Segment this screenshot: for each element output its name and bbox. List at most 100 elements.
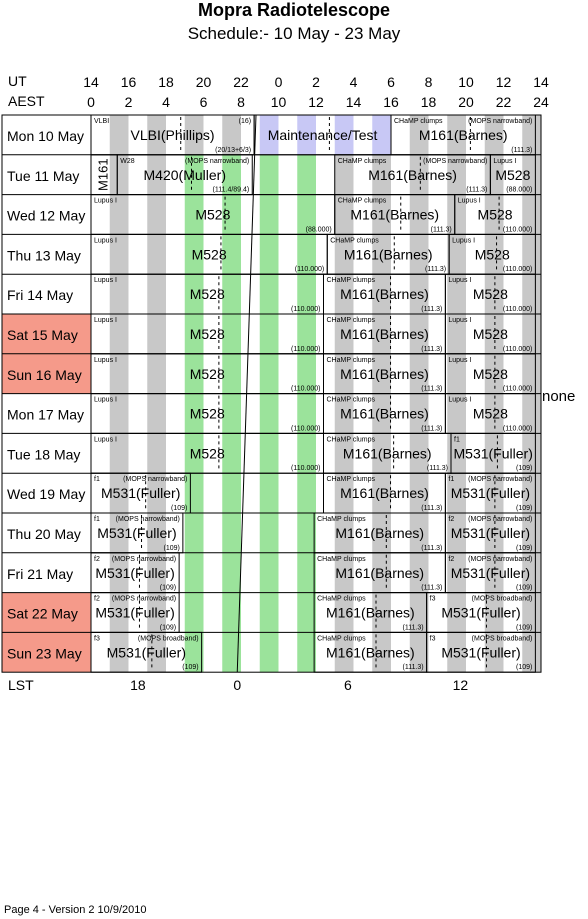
- hour-band: [372, 592, 391, 633]
- block-source-label: Lupus I: [448, 397, 471, 404]
- hour-band: [409, 353, 429, 394]
- hour-band: [372, 433, 391, 474]
- hour-band: [522, 632, 541, 673]
- hour-band: [522, 592, 541, 633]
- lst-tick-label: 6: [344, 677, 352, 693]
- block-frequency-label: (111.3): [427, 465, 448, 472]
- block-project-label: M531(Fuller): [441, 605, 520, 621]
- hour-band: [184, 473, 204, 513]
- hour-band: [447, 314, 466, 354]
- ut-tick-label: 2: [312, 74, 320, 90]
- block-frequency-label: (110.000): [503, 226, 532, 233]
- day-label: Sun 16 May: [7, 367, 82, 383]
- block-mode-label: (MOPS narrowband): [116, 516, 180, 523]
- block-source-label: CHaMP clumps: [317, 516, 366, 523]
- hour-band: [259, 274, 279, 314]
- day-label: Mon 10 May: [7, 128, 84, 144]
- block-project-label: M531(Fuller): [454, 445, 533, 461]
- block-source-label: f2: [448, 556, 454, 563]
- aest-tick-label: 12: [308, 94, 324, 110]
- block-frequency-label: (111.3): [421, 425, 442, 432]
- block-mode-label: (MOPS narrowband): [123, 476, 187, 483]
- hour-band: [484, 473, 504, 513]
- hour-band: [334, 552, 354, 593]
- hour-band: [334, 274, 354, 314]
- hour-band: [184, 552, 204, 593]
- hour-band: [484, 314, 504, 354]
- block-project-label: M528: [478, 207, 513, 223]
- hour-band: [334, 473, 354, 513]
- hour-band: [484, 433, 504, 474]
- aest-tick-label: 22: [496, 94, 512, 110]
- block-frequency-label: (109): [160, 585, 176, 592]
- block-project-label: M528: [190, 366, 225, 382]
- page-subtitle: Schedule:- 10 May - 23 May: [187, 24, 401, 43]
- hour-band: [522, 194, 541, 235]
- hour-band: [447, 433, 466, 474]
- block-project-label: M531(Fuller): [451, 485, 530, 501]
- page-title: Mopra Radiotelescope: [197, 0, 391, 20]
- block-project-label: M528: [190, 326, 225, 342]
- block-frequency-label: (110.000): [291, 465, 320, 472]
- block-project-label: M531(Fuller): [95, 565, 174, 581]
- hour-band: [147, 234, 166, 275]
- hour-band: [372, 234, 391, 275]
- block-frequency-label: (110.000): [503, 386, 532, 393]
- ut-tick-label: 12: [496, 74, 512, 90]
- hour-band: [147, 393, 166, 434]
- block-source-label: Lupus I: [94, 317, 117, 324]
- block-project-label: M161(Barnes): [344, 246, 433, 262]
- hour-band: [184, 513, 204, 553]
- hour-band: [334, 393, 354, 434]
- hour-band: [147, 473, 166, 513]
- block-frequency-label: (109): [171, 505, 187, 512]
- hour-band: [522, 353, 541, 394]
- block-project-label: M161(Barnes): [326, 605, 415, 621]
- hour-band: [447, 552, 466, 593]
- hour-band: [409, 234, 429, 275]
- block-project-label: M161(Barnes): [340, 326, 429, 342]
- hour-band: [222, 234, 241, 275]
- block-frequency-label: (109): [164, 545, 180, 552]
- hour-band: [297, 632, 316, 673]
- hour-band: [372, 194, 391, 235]
- block-project-label: M531(Fuller): [451, 525, 530, 541]
- block-source-label: Lupus I: [94, 436, 117, 443]
- ut-tick-label: 4: [350, 74, 358, 90]
- hour-band: [184, 592, 204, 633]
- hour-band: [334, 194, 354, 235]
- hour-band: [147, 154, 166, 195]
- hour-band: [222, 592, 241, 633]
- hour-band: [297, 433, 316, 474]
- block-mode-label: (MOPS broadband): [138, 635, 199, 642]
- aest-tick-label: 16: [383, 94, 399, 110]
- block-mode-label: (16): [239, 118, 251, 125]
- block-source-label: f3: [94, 635, 100, 642]
- hour-band: [447, 115, 466, 155]
- hour-band: [334, 433, 354, 474]
- block-frequency-label: (110.000): [291, 386, 320, 393]
- lst-label: LST: [8, 677, 34, 693]
- aest-tick-label: 18: [421, 94, 437, 110]
- aest-label: AEST: [8, 93, 45, 109]
- ut-tick-label: 8: [425, 74, 433, 90]
- hour-band: [297, 115, 316, 155]
- hour-band: [409, 115, 429, 155]
- block-source-label: CHaMP clumps: [327, 397, 376, 404]
- hour-band: [184, 353, 204, 394]
- hour-band: [334, 115, 354, 155]
- hour-band: [522, 314, 541, 354]
- hour-band: [447, 632, 466, 673]
- block-project-label: M528: [195, 207, 230, 223]
- block-project-label: M528: [473, 366, 508, 382]
- block-frequency-label: (110.000): [503, 306, 532, 313]
- block-mode-label: (MOPS narrowband): [468, 118, 532, 125]
- block-source-label: f2: [448, 516, 454, 523]
- lst-tick-label: 18: [130, 677, 146, 693]
- block-frequency-label: (111.3): [421, 346, 442, 353]
- hour-band: [297, 592, 316, 633]
- block-project-label: M528: [190, 406, 225, 422]
- block-project-label: M531(Fuller): [101, 485, 180, 501]
- day-label: Wed 12 May: [7, 208, 85, 224]
- hour-band: [147, 552, 166, 593]
